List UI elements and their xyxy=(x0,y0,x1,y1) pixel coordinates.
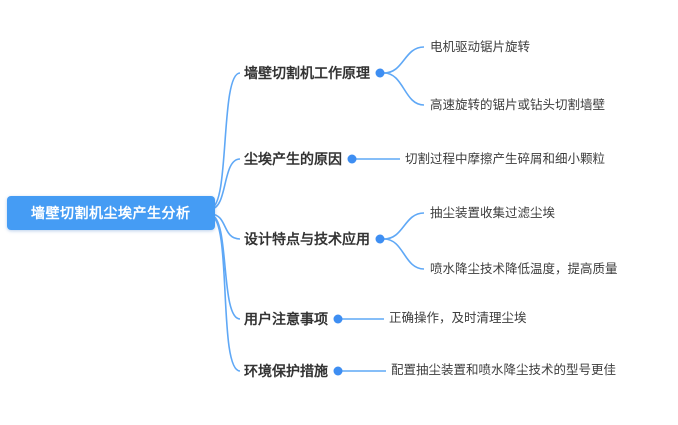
connector-branch3-child2 xyxy=(383,238,425,270)
branch-working-principle[interactable]: 墙壁切割机工作原理 xyxy=(244,65,370,81)
connector-root-branch5 xyxy=(210,215,241,372)
branch-dust-causes[interactable]: 尘埃产生的原因 xyxy=(244,151,342,167)
branch1-collapse-dot[interactable] xyxy=(375,68,385,78)
root-node-label: 墙壁切割机尘埃产生分析 xyxy=(31,205,191,221)
connector-root-branch3 xyxy=(210,213,241,240)
leaf-motor-drives-blade[interactable]: 电机驱动锯片旋转 xyxy=(430,40,531,54)
branch-user-precautions[interactable]: 用户注意事项 xyxy=(244,311,328,327)
leaf-dust-extraction[interactable]: 抽尘装置收集过滤尘埃 xyxy=(430,206,556,220)
leaf-correct-operation[interactable]: 正确操作，及时清理尘埃 xyxy=(389,311,527,325)
leaf-water-spray[interactable]: 喷水降尘技术降低温度，提高质量 xyxy=(430,262,618,276)
branch2-collapse-dot[interactable] xyxy=(347,154,357,164)
branch3-collapse-dot[interactable] xyxy=(375,234,385,244)
connector-root-branch1 xyxy=(210,72,241,209)
connector-branch3-child1 xyxy=(383,212,425,240)
connector-branch1-child2 xyxy=(383,72,425,106)
root-node[interactable]: 墙壁切割机尘埃产生分析 xyxy=(7,196,215,230)
leaf-friction-debris[interactable]: 切割过程中摩擦产生碎屑和细小颗粒 xyxy=(405,152,606,166)
branch4-collapse-dot[interactable] xyxy=(333,314,343,324)
leaf-equipped-model-better[interactable]: 配置抽尘装置和喷水降尘技术的型号更佳 xyxy=(391,363,617,377)
leaf-high-speed-cutting[interactable]: 高速旋转的锯片或钻头切割墙壁 xyxy=(430,98,606,112)
branch-environment-protection[interactable]: 环境保护措施 xyxy=(244,363,328,379)
connector-root-branch2 xyxy=(210,158,241,210)
branch5-collapse-dot[interactable] xyxy=(333,366,343,376)
connector-branch1-child1 xyxy=(383,46,425,74)
branch-design-technology[interactable]: 设计特点与技术应用 xyxy=(244,231,370,247)
